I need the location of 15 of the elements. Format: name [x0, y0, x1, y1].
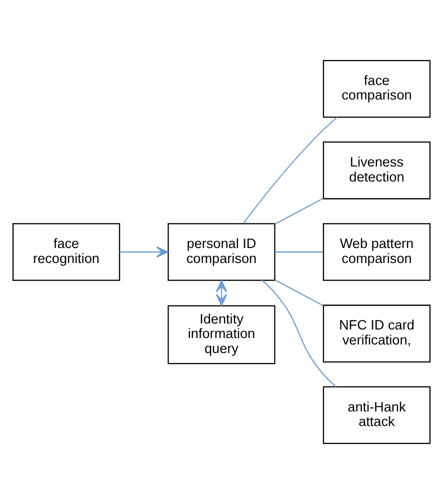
connector	[274, 251, 324, 253]
connector	[243, 116, 338, 224]
node-box: personal ID comparison	[168, 223, 276, 281]
connector	[274, 279, 324, 306]
node-box: face recognition	[12, 223, 120, 281]
arrow	[120, 246, 168, 258]
connector	[262, 280, 336, 388]
node-box: NFC ID card verification,	[322, 304, 431, 362]
arrow	[216, 280, 228, 306]
node-box: anti-Hank attack	[322, 386, 431, 444]
node-box: Identity information query	[168, 305, 276, 364]
node-box: Liveness detection	[322, 142, 431, 200]
connector	[274, 198, 324, 225]
node-box: Web pattern comparison	[322, 223, 431, 281]
node-box: face comparison	[322, 60, 431, 118]
